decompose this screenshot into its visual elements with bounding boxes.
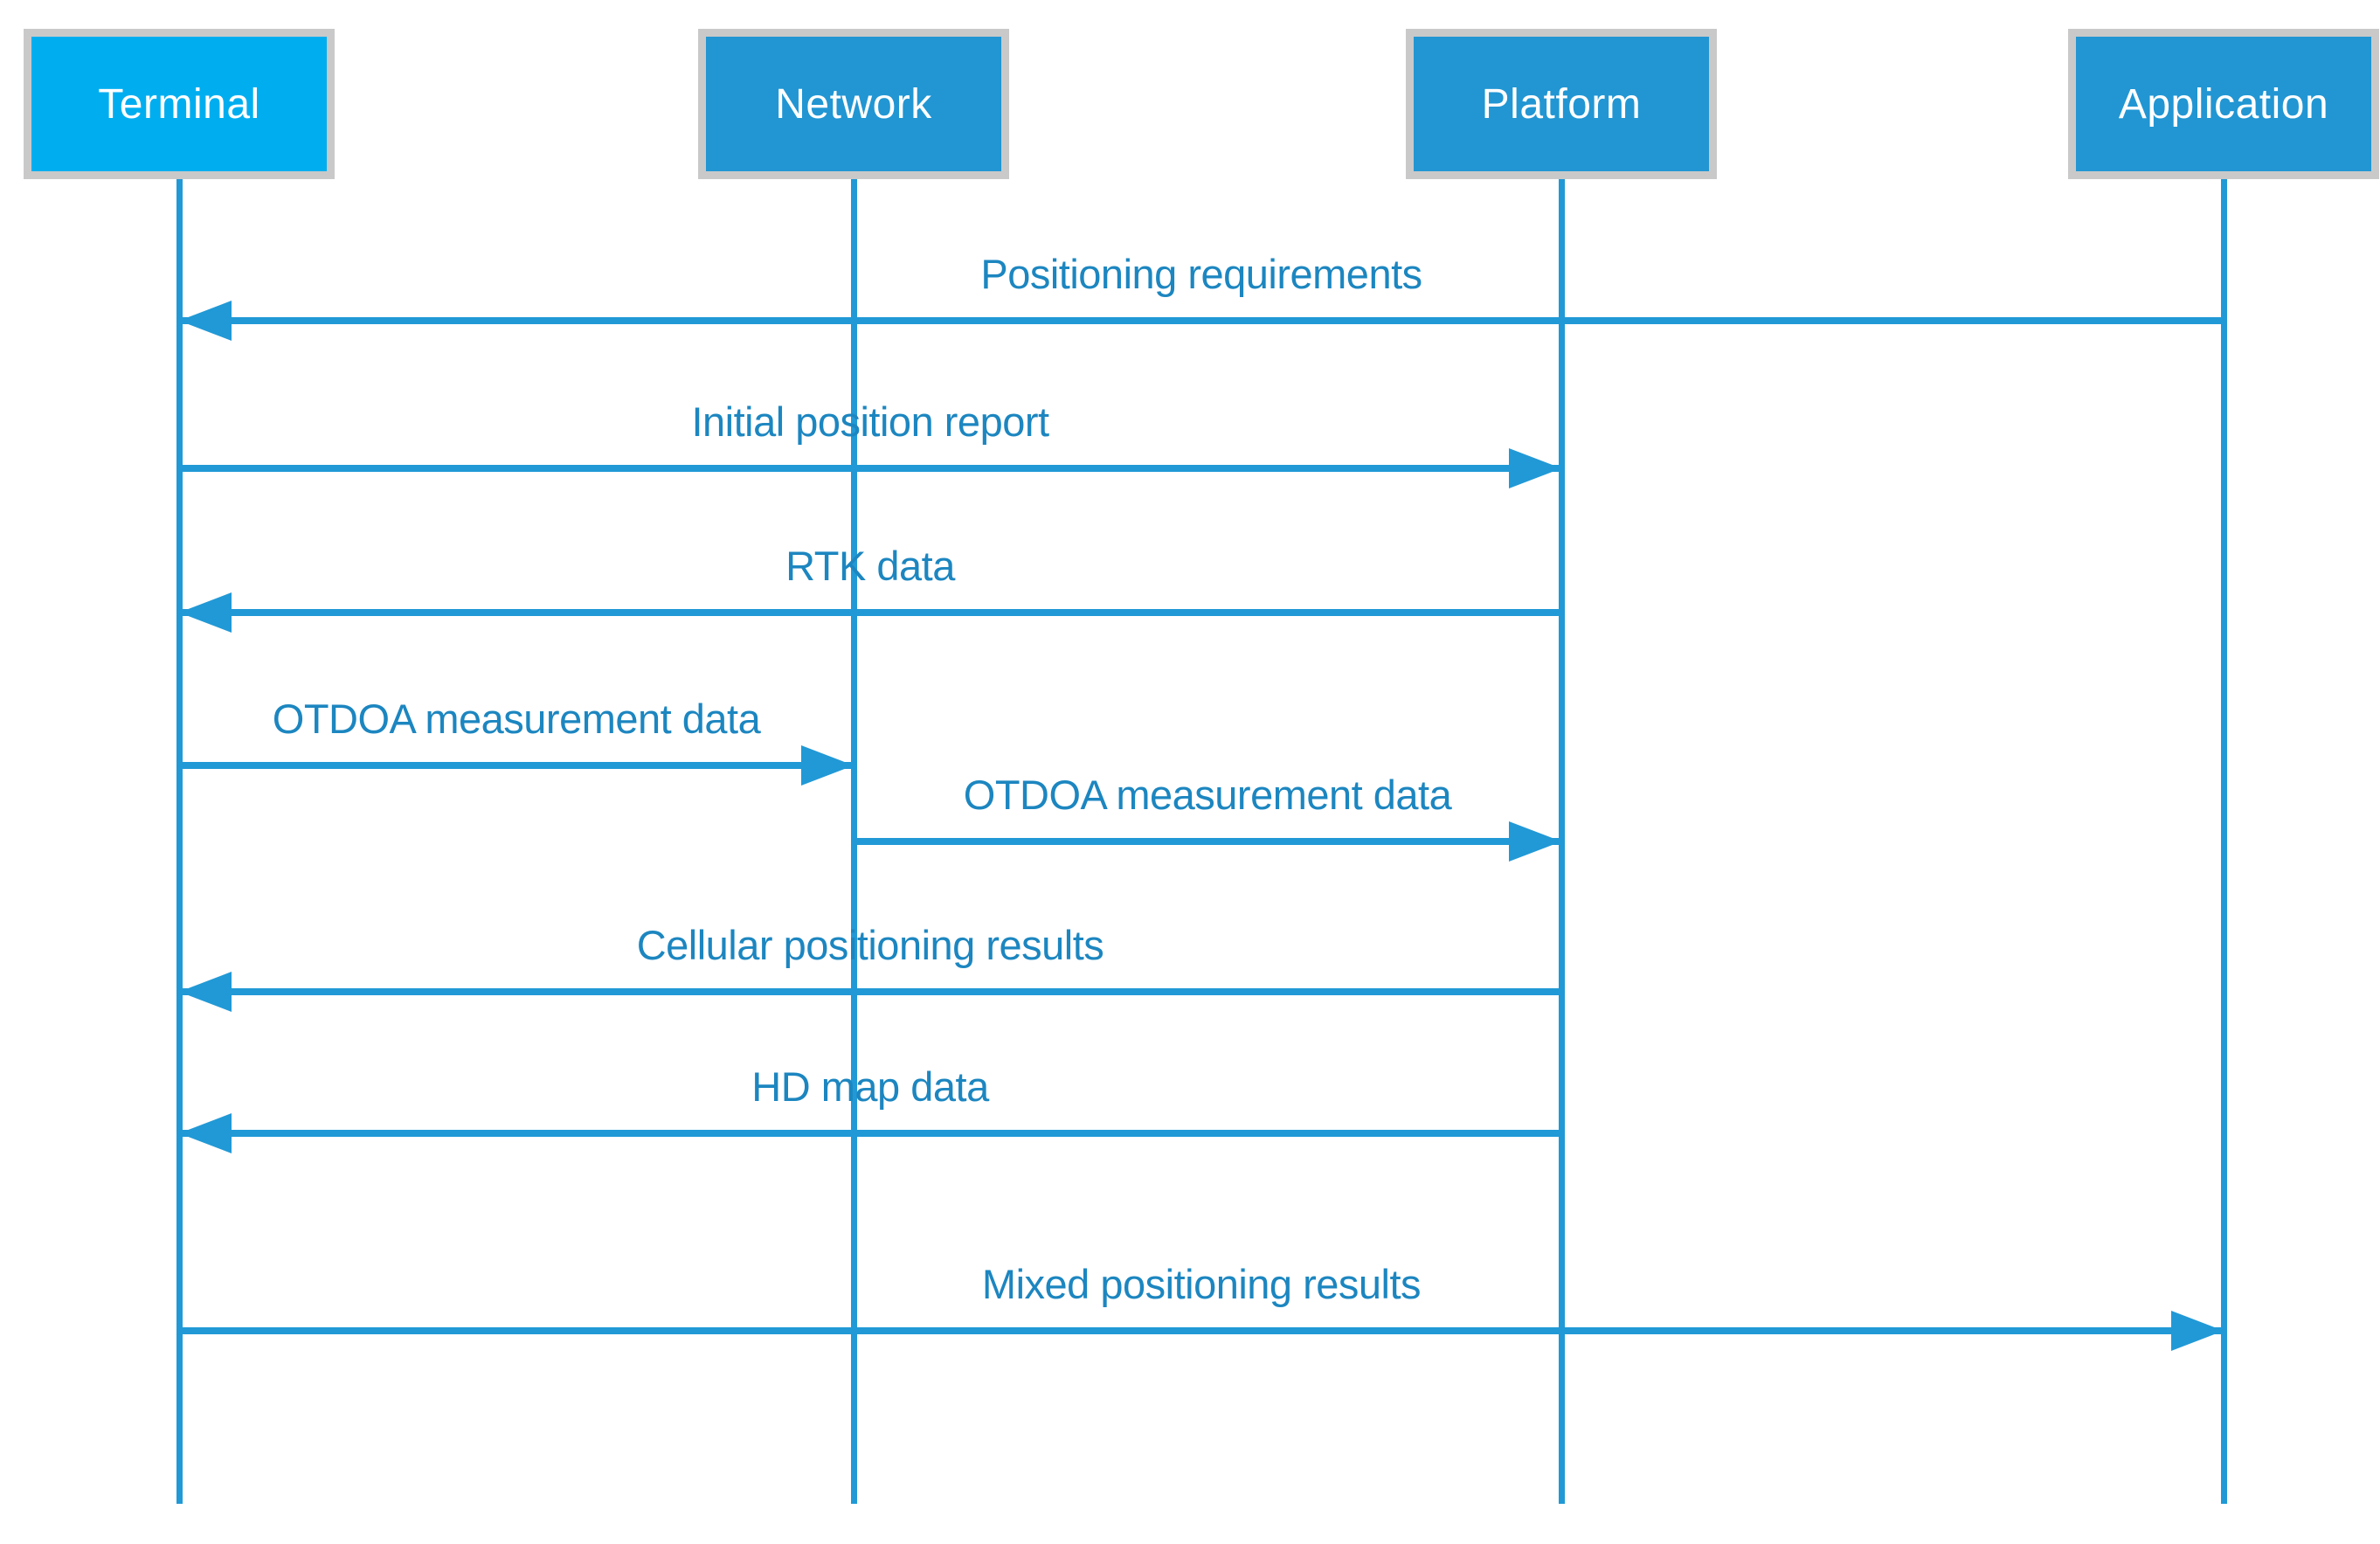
arrow-line (179, 317, 2224, 324)
actor-label: Platform (1481, 80, 1642, 128)
actor-box-platform: Platform (1406, 29, 1717, 179)
arrowhead-right-icon (1509, 821, 1561, 862)
arrowhead-right-icon (801, 745, 854, 786)
message-label: OTDOA measurement data (272, 696, 761, 742)
arrow-line (179, 762, 854, 769)
arrowhead-left-icon (179, 301, 232, 341)
arrow-line (179, 465, 1561, 472)
message-label: Mixed positioning results (981, 1261, 1422, 1307)
actor-label: Application (2118, 80, 2329, 128)
arrow-line (854, 838, 1561, 845)
lifeline-application (2221, 179, 2227, 1504)
arrowhead-left-icon (179, 972, 232, 1012)
actor-label: Network (775, 80, 932, 128)
message-label: HD map data (751, 1063, 989, 1110)
arrowhead-left-icon (179, 592, 232, 633)
lifeline-platform (1559, 179, 1565, 1504)
arrow-line (179, 1327, 2224, 1334)
arrowhead-left-icon (179, 1113, 232, 1153)
arrow-line (179, 988, 1561, 995)
message-label: RTK data (785, 543, 955, 589)
arrow-line (179, 609, 1561, 616)
actor-box-application: Application (2068, 29, 2379, 179)
message-label: Positioning requirements (980, 251, 1422, 297)
message-label: OTDOA measurement data (963, 772, 1452, 818)
arrowhead-right-icon (1509, 448, 1561, 488)
arrowhead-right-icon (2171, 1311, 2224, 1351)
message-label: Initial position report (691, 398, 1049, 445)
actor-box-network: Network (698, 29, 1009, 179)
actor-box-terminal: Terminal (24, 29, 335, 179)
lifeline-terminal (176, 179, 183, 1504)
message-label: Cellular positioning results (636, 922, 1104, 968)
arrow-line (179, 1130, 1561, 1137)
actor-label: Terminal (98, 80, 260, 128)
